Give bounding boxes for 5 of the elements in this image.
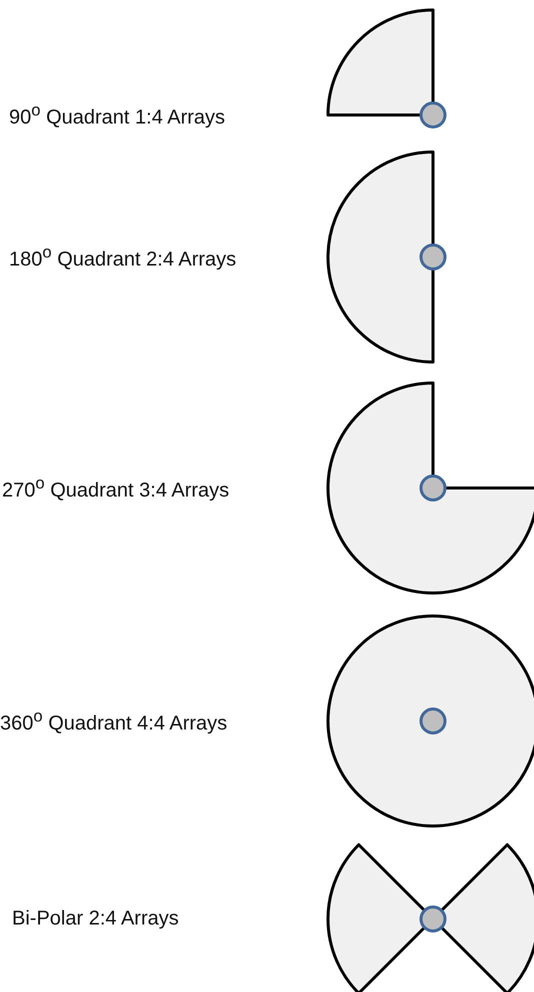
array-label: 90$^{o}$ Quadrant 1:4 Arrays [9, 100, 226, 130]
array-label: 270$^{o}$ Quadrant 3:4 Arrays [2, 474, 230, 502]
array-label: 180$^{o}$ Quadrant 2:4 Arrays [9, 242, 236, 272]
array-label: Bi-Polar 2:4 Arrays [12, 908, 179, 930]
array-label: 360$^{o}$ Quadrant 4:4 Arrays [0, 706, 228, 736]
